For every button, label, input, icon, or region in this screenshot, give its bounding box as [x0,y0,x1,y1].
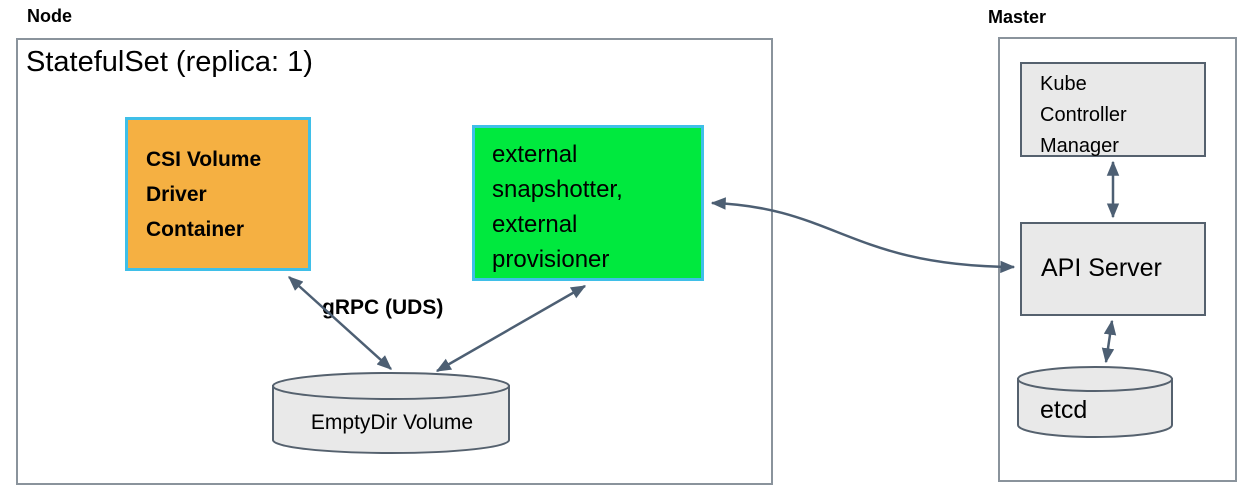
csi-box-line: Driver [146,183,207,206]
csi-box-line: CSI Volume [146,148,262,171]
sidecar-box-line: provisioner [492,246,610,273]
csi-volume-driver-container-box: CSI Volume Driver Container [125,117,311,271]
kcm-box-line: Kube [1040,73,1087,95]
sidecar-box-line: external [492,141,578,168]
csi-box-line: Container [146,218,245,241]
api-server-box: API Server [1020,222,1206,316]
sidecar-box-line: snapshotter, [492,176,623,203]
kcm-box-line: Controller [1040,104,1127,126]
master-section-label: Master [988,7,1047,27]
api-server-label: API Server [1041,254,1162,282]
etcd-label: etcd [1040,396,1088,424]
statefulset-title: StatefulSet (replica: 1) [26,46,313,78]
kcm-box-line: Manager [1040,135,1119,157]
kube-controller-manager-box: Kube Controller Manager [1020,62,1206,157]
sidecar-box-line: external [492,211,578,238]
external-sidecars-box: external snapshotter, external provision… [472,125,704,281]
grpc-uds-label: gRPC (UDS) [322,296,444,319]
node-section-label: Node [27,6,72,26]
emptydir-volume-label: EmptyDir Volume [310,411,474,434]
